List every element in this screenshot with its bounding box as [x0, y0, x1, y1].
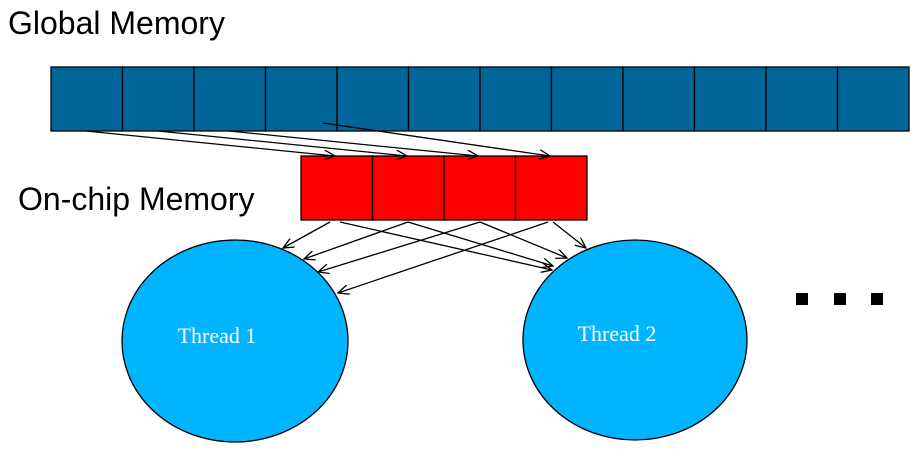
- load-arrow: [85, 130, 335, 156]
- global-memory-cell: [121, 66, 195, 132]
- global-memory-cell: [479, 66, 553, 132]
- thread-read-arrow: [339, 221, 552, 270]
- ellipsis-dot: [796, 293, 808, 305]
- load-arrow: [157, 130, 407, 156]
- global-memory-cell: [336, 66, 410, 132]
- global-memory-cell: [836, 66, 910, 132]
- thread-read-arrow: [304, 221, 409, 259]
- thread-read-arrow: [552, 221, 586, 248]
- onchip-memory-cell: [443, 155, 517, 221]
- thread-2: Thread 2: [522, 239, 748, 441]
- global-memory-cell: [264, 66, 338, 132]
- global-memory-cell: [765, 66, 839, 132]
- thread-1: Thread 1: [121, 239, 349, 443]
- thread-read-arrow: [338, 221, 549, 293]
- thread-1-label: Thread 1: [178, 323, 257, 348]
- global-memory-cell: [407, 66, 481, 132]
- load-arrow: [228, 130, 478, 156]
- thread-1-ellipse: [121, 239, 349, 443]
- global-memory-cell: [193, 66, 267, 132]
- global-memory-label: Global Memory: [8, 5, 225, 41]
- thread-read-arrow: [283, 221, 331, 248]
- thread-read-arrow: [407, 221, 553, 266]
- thread-read-arrow: [479, 221, 567, 258]
- global-memory-cell: [50, 66, 124, 132]
- more-threads-ellipsis: [796, 293, 883, 305]
- thread-2-ellipse: [522, 239, 748, 441]
- onchip-memory-cell: [300, 155, 374, 221]
- global-memory-cell: [693, 66, 767, 132]
- onchip-memory-cell: [514, 155, 588, 221]
- global-memory-cell: [550, 66, 624, 132]
- global-memory-array: [50, 66, 910, 132]
- thread-2-label: Thread 2: [578, 321, 657, 346]
- global-to-onchip-arrows: [85, 122, 550, 156]
- ellipsis-dot: [834, 293, 846, 305]
- load-arrow: [322, 122, 550, 156]
- onchip-to-thread-arrows: [283, 221, 586, 293]
- ellipsis-dot: [871, 293, 883, 305]
- onchip-memory-cell: [371, 155, 445, 221]
- global-memory-cell: [622, 66, 696, 132]
- onchip-memory-array: [300, 155, 588, 221]
- onchip-memory-label: On-chip Memory: [18, 181, 255, 217]
- thread-read-arrow: [318, 221, 481, 272]
